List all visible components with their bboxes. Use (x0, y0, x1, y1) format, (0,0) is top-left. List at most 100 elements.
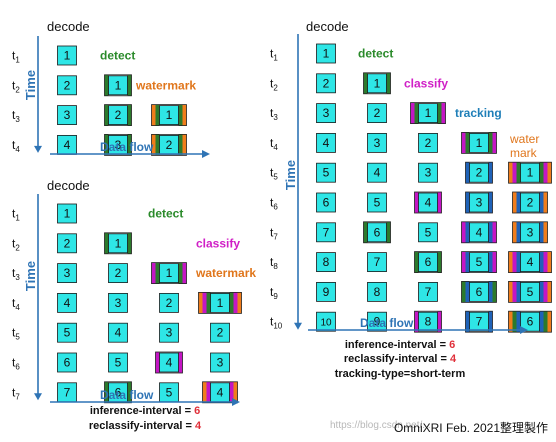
frame-box: 5 (57, 322, 77, 343)
frame-number: 2 (115, 108, 122, 122)
decode-header: decode (47, 19, 90, 34)
frame-cell (367, 103, 387, 123)
frame-outer-border (465, 161, 493, 184)
frame-cell (210, 352, 230, 373)
frame-cell (57, 233, 77, 254)
row-time-label: t4 (270, 136, 278, 152)
stage-stripe-right (437, 311, 442, 333)
frame-number: 1 (217, 296, 224, 310)
frame-cell (210, 292, 230, 313)
frame-number: 8 (323, 255, 330, 269)
frame-cell (367, 73, 387, 94)
frame-number: 5 (527, 285, 534, 299)
time-axis-label: Time (23, 261, 38, 291)
row-time-label: t5 (12, 326, 20, 342)
stage-stripe-left (516, 251, 521, 273)
frame-number: 3 (64, 108, 71, 122)
row-time-label: t1 (12, 49, 20, 65)
frame-outer-border (461, 221, 497, 244)
frame-cell (367, 162, 387, 183)
frame-box: 3 (210, 352, 230, 373)
stage-stripe-right (547, 311, 552, 333)
frame-number: 1 (64, 207, 71, 221)
frame-box: 8 (367, 281, 387, 302)
frame-number: 5 (476, 255, 483, 269)
frame-number: 3 (323, 106, 330, 120)
frame-number: 2 (374, 106, 381, 120)
frame-outer-border (410, 102, 446, 124)
frame-number: 2 (166, 138, 173, 152)
frame-cell (57, 203, 77, 224)
stage-stripe-right (437, 102, 442, 124)
data-flow-arrowhead (520, 326, 528, 334)
stage-stripe-left (461, 221, 466, 243)
stage-stripe-left (414, 311, 419, 333)
frame-number: 7 (323, 225, 330, 239)
frame-number: 4 (166, 356, 173, 370)
stage-stripe-left (516, 192, 521, 213)
frame-number: 2 (217, 326, 224, 340)
stage-stripe-right (229, 292, 234, 314)
frame-number: 4 (64, 138, 71, 152)
frame-box: 4 (508, 251, 552, 274)
frame-cell (520, 281, 540, 302)
stage-stripe-left (155, 352, 160, 373)
stage-stripe-right (543, 281, 548, 303)
frame-number: 4 (425, 196, 432, 210)
frame-cell (469, 252, 489, 273)
stage-stripe-right (437, 192, 442, 213)
frame-box: 6 (104, 381, 132, 404)
stage-label: classify (196, 236, 240, 250)
stage-stripe-right (178, 262, 183, 284)
frame-box: 4 (461, 221, 497, 244)
stage-stripe-right (543, 221, 548, 243)
frame-box: 1 (363, 72, 391, 95)
stage-stripe-left (465, 281, 470, 303)
frame-number: 7 (64, 385, 71, 399)
stage-stripe-right (488, 192, 493, 213)
frame-cell (57, 263, 77, 284)
stage-stripe-left (465, 192, 470, 213)
frame-cell (469, 222, 489, 243)
frame-cell (108, 322, 128, 343)
stage-stripe-left (512, 311, 517, 333)
stage-stripe-left (155, 134, 160, 156)
frame-outer-border (461, 280, 497, 303)
frame-box: 3 (108, 292, 128, 313)
frame-box: 1 (198, 291, 242, 314)
frame-number: 8 (374, 285, 381, 299)
frame-box: 2 (104, 104, 132, 126)
stage-stripe-left (508, 281, 513, 303)
stage-stripe-right (547, 251, 552, 273)
frame-cell (418, 103, 438, 123)
stage-stripe-left (516, 221, 521, 243)
frame-box: 7 (418, 281, 438, 302)
frame-cell (418, 222, 438, 243)
decode-header: decode (47, 178, 90, 193)
frame-number: 2 (64, 78, 71, 92)
stage-label: detect (358, 47, 393, 61)
frame-cell (418, 192, 438, 213)
row-time-label: t2 (270, 76, 278, 92)
frame-box: 7 (367, 252, 387, 273)
row-time-label: t7 (12, 385, 20, 401)
frame-box: 6 (508, 310, 552, 333)
time-axis-label: Time (283, 160, 298, 190)
frame-cell (108, 75, 128, 96)
stage-stripe-right (441, 102, 446, 124)
stage-label: detect (148, 207, 183, 221)
frame-number: 1 (166, 108, 173, 122)
frame-outer-border (465, 310, 493, 333)
frame-cell (316, 192, 336, 213)
frame-number: 2 (476, 166, 483, 180)
frame-cell (469, 162, 489, 183)
frame-outer-border (508, 280, 552, 303)
stage-stripe-right (539, 251, 544, 273)
frame-number: 6 (374, 225, 381, 239)
frame-cell (520, 162, 540, 183)
frame-number: 1 (166, 266, 173, 280)
frame-box: 7 (316, 222, 336, 243)
stage-stripe-left (465, 221, 470, 243)
